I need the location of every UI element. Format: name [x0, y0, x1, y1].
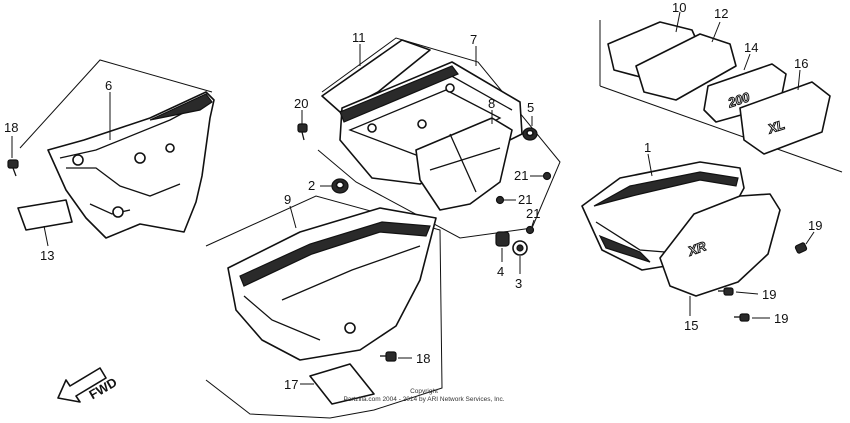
group-outline-emblem-set — [599, 20, 843, 173]
collar-3[interactable] — [512, 240, 528, 256]
emblem-xr-label[interactable]: XR — [659, 193, 781, 297]
emblem-xl-text: XL — [765, 117, 786, 137]
bolt-left[interactable] — [7, 159, 19, 177]
screw-21c[interactable] — [525, 225, 535, 235]
callout-21b: 21 — [518, 192, 532, 207]
callout-4: 4 — [497, 264, 504, 279]
callout-1: 1 — [644, 140, 651, 155]
seat-pad[interactable] — [321, 39, 431, 113]
callout-19c: 19 — [774, 311, 788, 326]
callout-7: 7 — [470, 32, 477, 47]
callout-12: 12 — [714, 6, 728, 21]
emblem-xl-label[interactable]: XL — [739, 81, 831, 155]
fwd-arrow-icon — [57, 367, 107, 403]
copyright-line-1: Copyright — [410, 388, 438, 395]
screw-19a[interactable] — [794, 242, 808, 254]
grommet-5[interactable] — [522, 127, 538, 141]
grommet-2[interactable] — [331, 178, 349, 194]
callout-2: 2 — [308, 178, 315, 193]
callout-19a: 19 — [808, 218, 822, 233]
bolt-lower[interactable] — [380, 351, 397, 362]
copyright-notice: Copyright Partzilla.com 2004 - 2014 by A… — [343, 388, 504, 403]
callout-21a: 21 — [514, 168, 528, 183]
emblem-xr-text: XR — [685, 238, 709, 259]
rubber-pad[interactable] — [17, 199, 73, 231]
lower-side-cover[interactable] — [227, 207, 437, 361]
callout-10: 10 — [672, 0, 686, 15]
callout-20: 20 — [294, 96, 308, 111]
callout-11: 11 — [352, 30, 366, 45]
grommet-4[interactable] — [495, 231, 510, 247]
callout-19b: 19 — [762, 287, 776, 302]
group-outline-lower-cover — [205, 195, 443, 419]
callout-18a: 18 — [4, 120, 18, 135]
bolt-20[interactable] — [297, 123, 308, 141]
callout-17: 17 — [284, 377, 298, 392]
pad-12[interactable] — [635, 33, 737, 101]
callout-3: 3 — [515, 276, 522, 291]
callout-14: 14 — [744, 40, 758, 55]
callout-8: 8 — [488, 96, 495, 111]
screw-21b[interactable] — [495, 195, 505, 205]
screw-21a[interactable] — [542, 171, 552, 181]
leader-lines — [11, 11, 815, 385]
screw-19b[interactable] — [718, 287, 734, 296]
callout-6: 6 — [105, 78, 112, 93]
lower-pad[interactable] — [309, 363, 375, 405]
callout-5: 5 — [527, 100, 534, 115]
screw-19c[interactable] — [734, 313, 750, 322]
left-side-cover[interactable] — [47, 91, 215, 239]
callout-9: 9 — [284, 192, 291, 207]
callout-13: 13 — [40, 248, 54, 263]
copyright-line-2: Partzilla.com 2004 - 2014 by ARI Network… — [343, 396, 504, 403]
forward-direction-indicator: FWD — [57, 367, 119, 403]
callout-labels: 6 18 13 11 7 8 5 20 2 21 21 21 4 3 9 18 … — [4, 0, 822, 392]
tray-cover-plate[interactable] — [415, 117, 513, 211]
callout-18b: 18 — [416, 351, 430, 366]
callout-16: 16 — [794, 56, 808, 71]
callout-21c: 21 — [526, 206, 540, 221]
callout-15: 15 — [684, 318, 698, 333]
group-outline-left-cover — [19, 59, 213, 149]
